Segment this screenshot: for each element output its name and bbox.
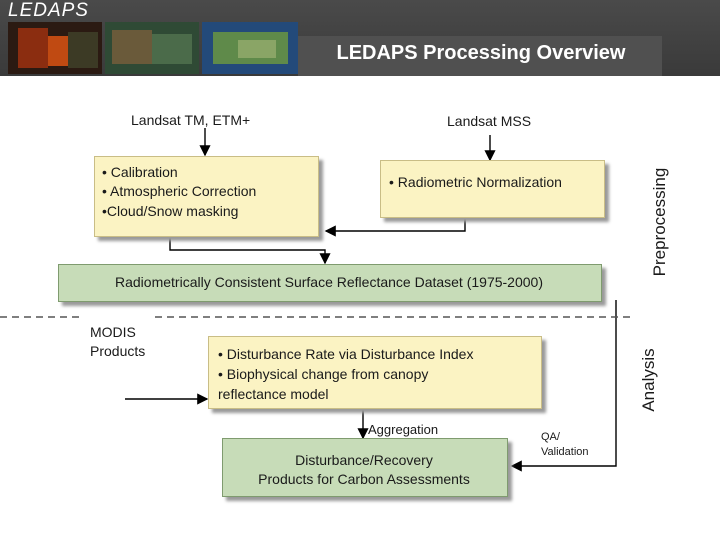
- mss-processing-box: [380, 160, 605, 218]
- products-line-2: Products for Carbon Assessments: [258, 471, 470, 487]
- tm-step-1: • Calibration: [102, 164, 178, 180]
- tm-step-3: •Cloud/Snow masking: [102, 203, 239, 219]
- tm-processing-box: [94, 156, 319, 237]
- section-label-analysis: Analysis: [639, 348, 658, 412]
- input-landsat-tm: Landsat TM, ETM+: [131, 112, 251, 128]
- dataset-label: Radiometrically Consistent Surface Refle…: [115, 274, 543, 290]
- arrow-normalization-to-left: [324, 217, 466, 237]
- modis-label-1: MODIS: [90, 324, 136, 340]
- title-bar: [298, 36, 662, 76]
- tm-step-2: • Atmospheric Correction: [102, 183, 257, 199]
- aggregation-label: Aggregation: [368, 422, 439, 437]
- page-title: LEDAPS Processing Overview: [336, 42, 626, 64]
- disturbance-box: [208, 336, 542, 409]
- arrow-qa-validation: [510, 300, 617, 472]
- section-label-preprocessing: Preprocessing: [650, 167, 669, 277]
- dataset-box: [58, 264, 602, 302]
- qa-label-2: Validation: [541, 446, 589, 458]
- header-thumbnail-images: [8, 22, 298, 74]
- disturbance-line-3: reflectance model: [218, 386, 329, 402]
- products-line-1: Disturbance/Recovery: [295, 452, 433, 468]
- products-box: [222, 438, 508, 497]
- logo: LEDAPS: [8, 0, 89, 21]
- arrow-to-dataset: [169, 235, 331, 265]
- disturbance-line-2: • Biophysical change from canopy: [218, 366, 429, 382]
- mss-step: • Radiometric Normalization: [389, 174, 562, 190]
- qa-label-1: QA/: [541, 431, 560, 443]
- modis-label-2: Products: [90, 343, 146, 359]
- input-landsat-mss: Landsat MSS: [447, 113, 532, 129]
- disturbance-line-1: • Disturbance Rate via Disturbance Index: [218, 346, 474, 362]
